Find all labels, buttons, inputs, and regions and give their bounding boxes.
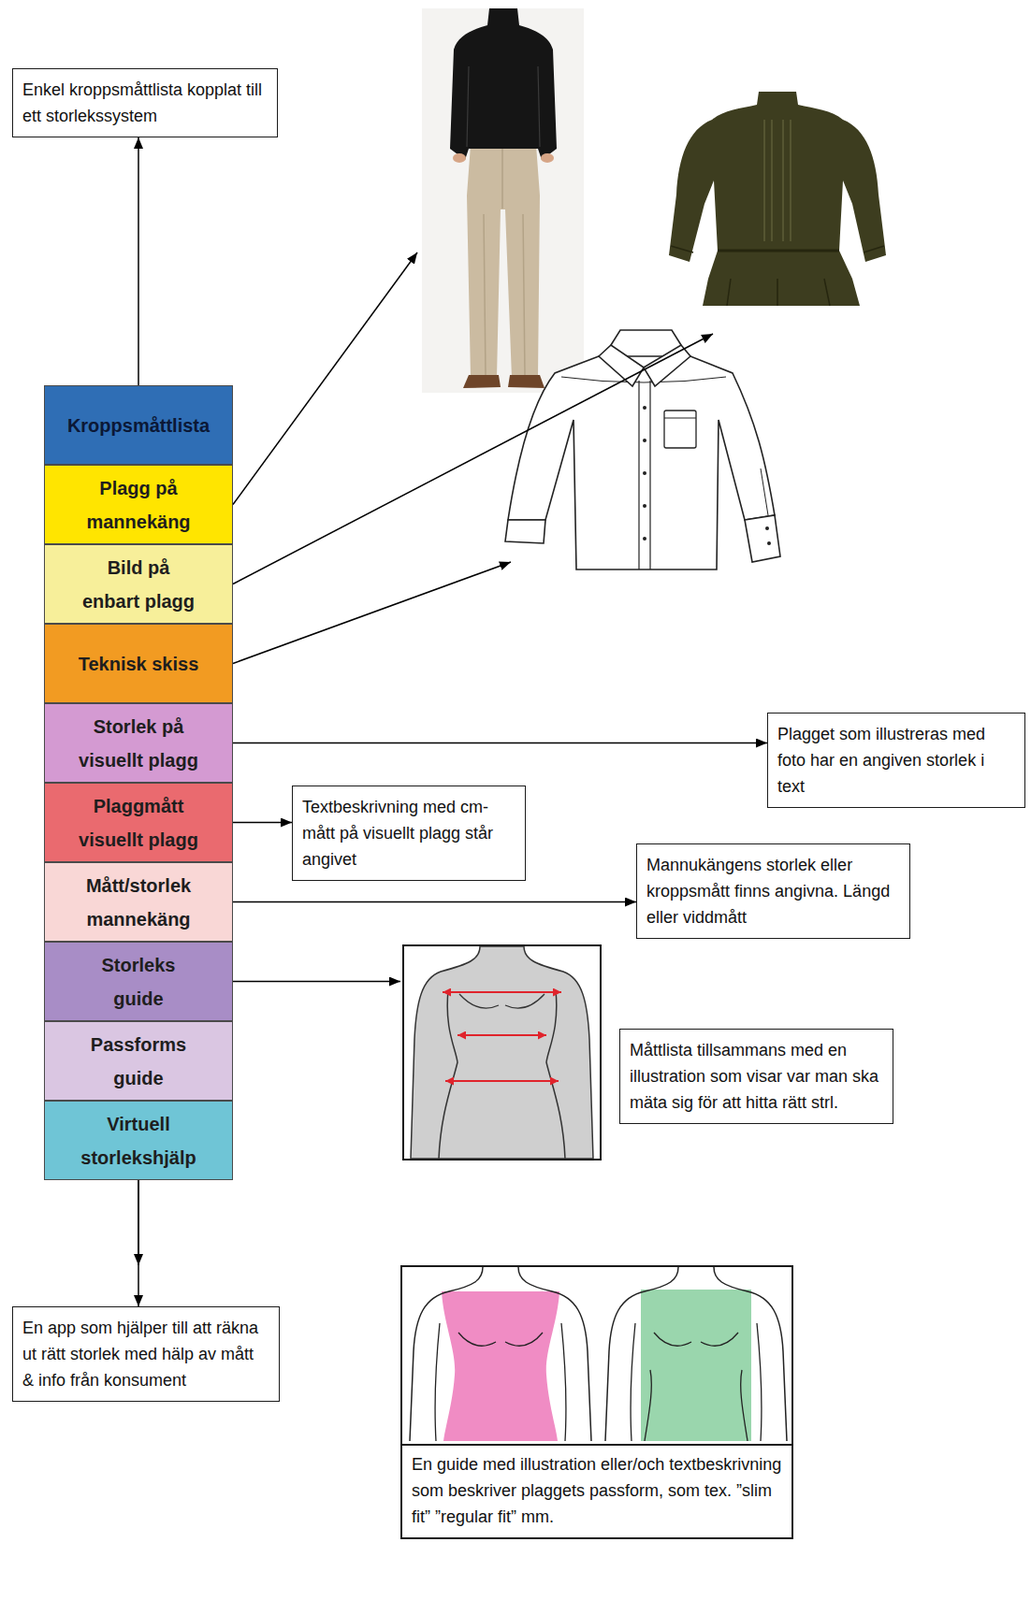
button	[642, 537, 647, 541]
leader-arrow	[232, 333, 713, 585]
box-label: Textbeskrivning med cm-mått på visuellt …	[302, 794, 516, 873]
pocket	[664, 410, 697, 449]
box-label: Plagget som illustreras med foto har en …	[777, 721, 1016, 800]
pintuck	[764, 119, 791, 242]
box-label: Mannukängens storlek eller kroppsmått fi…	[646, 852, 901, 931]
measure-arrow	[442, 991, 562, 994]
body-silhouette	[410, 946, 594, 1160]
button	[767, 541, 771, 546]
category-box: Storlek på visuellt plagg	[43, 703, 233, 784]
box-label: Bild på enbart plagg	[77, 551, 201, 619]
figure-contour	[630, 1323, 762, 1442]
description-box: En app som hjälper till att räkna ut rät…	[12, 1306, 280, 1403]
button	[765, 526, 770, 531]
button	[642, 406, 647, 410]
trouser-crease	[483, 148, 525, 376]
figure-outline	[605, 1267, 787, 1442]
slim-fit-figure	[409, 1267, 592, 1442]
category-box: Plaggmått visuellt plagg	[43, 783, 233, 863]
box-label: Mått/storlek mannekäng	[77, 869, 201, 937]
turtleneck-top	[450, 8, 557, 160]
box-label: Teknisk skiss	[78, 647, 200, 682]
box-label: Storleks guide	[77, 948, 201, 1017]
shoe	[463, 375, 501, 389]
waist-seam	[717, 249, 840, 253]
shoe	[508, 375, 545, 389]
description-box: Plagget som illustreras med foto har en …	[767, 712, 1026, 809]
description-box: Enkel kroppsmåttlista kopplat till ett s…	[12, 68, 278, 138]
category-box: Mått/storlek mannekäng	[43, 862, 233, 943]
box-label: En app som hjälper till att räkna ut rät…	[22, 1315, 270, 1395]
category-box: Plagg på mannekäng	[43, 464, 233, 545]
category-box: Virtuell storlekshjälp	[43, 1101, 233, 1181]
leader-arrow	[232, 981, 401, 984]
connector-arrow	[137, 137, 140, 386]
box-label: Enkel kroppsmåttlista kopplat till ett s…	[22, 76, 268, 130]
cuff	[744, 515, 781, 563]
button	[642, 504, 647, 509]
measure-arrow	[445, 1080, 559, 1083]
shirt-outline	[508, 356, 775, 570]
category-box: Passforms guide	[43, 1021, 233, 1102]
box-label: En guide med illustration eller/och text…	[402, 1444, 792, 1539]
sleeve-placket	[760, 468, 769, 516]
hand	[540, 153, 554, 163]
size-guide-illustration	[403, 945, 601, 1161]
description-box: Måttlista tillsammans med en illustratio…	[619, 1029, 894, 1125]
box-label: Storlek på visuellt plagg	[77, 710, 201, 778]
category-box: Teknisk skiss	[43, 624, 233, 704]
illustration-frame	[403, 945, 601, 1161]
regular-fit-figure	[605, 1267, 787, 1442]
connector-arrow	[137, 1180, 140, 1307]
leader-arrow	[232, 252, 418, 506]
blouse-photo	[668, 91, 886, 306]
connector-arrow	[232, 822, 292, 825]
mannequin-photo	[421, 8, 584, 393]
description-box: Mannukängens storlek eller kroppsmått fi…	[636, 843, 911, 940]
category-box: Storleks guide	[43, 942, 233, 1022]
blouse	[668, 91, 886, 306]
connector-arrow	[232, 742, 768, 745]
hand	[452, 153, 466, 163]
leader-arrow	[232, 562, 511, 665]
photo-background	[421, 8, 584, 393]
box-label: Passforms guide	[77, 1028, 201, 1096]
arm-fold	[466, 66, 540, 147]
fit-area	[441, 1292, 560, 1442]
fit-guide-illustration	[409, 1267, 787, 1442]
box-label: Virtuell storlekshjälp	[77, 1107, 201, 1176]
collar	[598, 345, 691, 387]
button	[642, 471, 647, 476]
category-box: Bild på enbart plagg	[43, 544, 233, 625]
figure-contour	[435, 1323, 567, 1442]
bust-contour	[459, 994, 545, 1009]
fit-guide-box: En guide med illustration eller/och text…	[400, 1265, 794, 1540]
yoke-seam	[561, 377, 727, 383]
fit-area	[640, 1290, 752, 1442]
button	[642, 438, 647, 443]
description-box: Textbeskrivning med cm-mått på visuellt …	[291, 785, 526, 882]
box-label: Kroppsmåttlista	[67, 408, 210, 443]
pocket-flap	[664, 418, 697, 420]
trousers	[466, 145, 540, 378]
connector-arrow	[232, 901, 637, 904]
body-contour	[438, 990, 566, 1160]
shirt-sketch	[505, 330, 781, 570]
fold-line	[670, 246, 885, 306]
figure-outline	[409, 1267, 592, 1442]
measure-arrow	[457, 1034, 547, 1037]
box-label: Plagg på mannekäng	[77, 471, 201, 539]
collar-stand	[610, 330, 682, 346]
box-label: Måttlista tillsammans med en illustratio…	[629, 1037, 884, 1117]
placket	[638, 380, 651, 570]
category-box: Kroppsmåttlista	[43, 385, 233, 465]
cuff	[505, 520, 546, 544]
box-label: Plaggmått visuellt plagg	[77, 789, 201, 857]
